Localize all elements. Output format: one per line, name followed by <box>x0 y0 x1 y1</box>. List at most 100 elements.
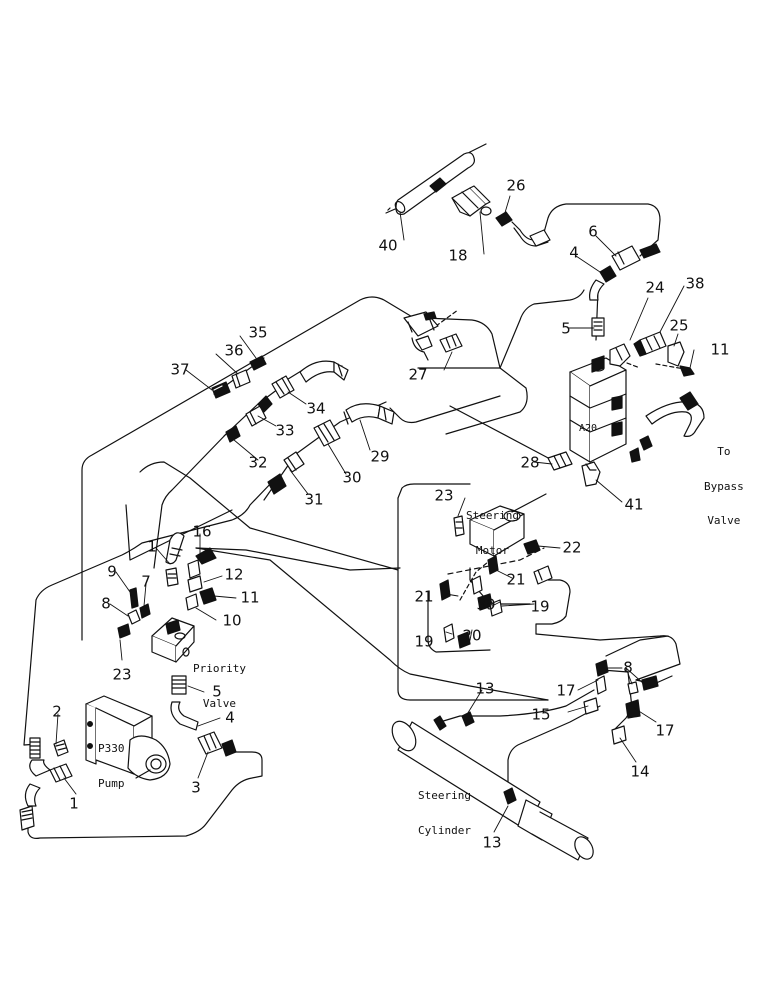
fitting-31 <box>267 451 305 495</box>
steering-cylinder-body <box>391 711 594 861</box>
fitting-29 <box>343 403 395 425</box>
fitting-34 <box>271 360 349 399</box>
part-label-23-motor: 23 <box>434 486 454 505</box>
hose-39-20 <box>459 561 489 601</box>
part-label-12: 12 <box>224 565 244 584</box>
part-label-18: 18 <box>448 246 468 265</box>
hose-motor-loop <box>397 497 549 701</box>
caption-bypass-line1: To <box>717 445 731 459</box>
part-label-30: 30 <box>342 468 362 487</box>
fitting-3 <box>197 731 237 757</box>
priority-valve-body <box>151 617 195 663</box>
part-label-17-left: 17 <box>556 681 576 700</box>
caption-pump: P330 Pump <box>98 720 125 812</box>
leader-lines <box>55 195 695 833</box>
part-label-5-upper: 5 <box>561 319 571 338</box>
part-label-5-lower: 5 <box>212 682 222 701</box>
bypass-hose <box>645 391 705 437</box>
hose-to-valve-dash <box>613 357 641 369</box>
hose-top-left-loop <box>153 429 231 569</box>
fitting-5-top <box>591 317 605 337</box>
hose-cyl-top <box>439 689 595 723</box>
part-label-32: 32 <box>248 453 268 472</box>
caption-pump-line1: P330 <box>98 742 125 756</box>
hose-motor-top <box>397 483 471 499</box>
part-label-17-right: 17 <box>655 721 675 740</box>
hose-frame-lower <box>125 504 233 561</box>
hose-27-dash <box>435 309 459 327</box>
part-label-14: 14 <box>630 762 650 781</box>
part-label-16: 16 <box>192 522 212 541</box>
part-label-3: 3 <box>191 778 201 797</box>
fitting-35-37 <box>211 355 267 399</box>
caption-bypass-line2: Bypass <box>704 479 744 493</box>
fitting-4-lower <box>170 701 199 731</box>
part-label-34: 34 <box>306 399 326 418</box>
part-label-22: 22 <box>562 538 582 557</box>
hose-motor-dash <box>447 547 545 575</box>
part-label-4-upper: 4 <box>569 243 579 262</box>
caption-steering-cylinder: Steering Cylinder <box>418 767 471 859</box>
hose-cyl-front <box>507 705 601 793</box>
part-label-27: 27 <box>408 365 428 384</box>
part-label-2: 2 <box>52 702 62 721</box>
caption-bypass-valve: To Bypass Valve <box>704 423 744 550</box>
hose-outer-loop <box>23 479 275 746</box>
hose-right-lower2 <box>535 633 681 681</box>
fitting-30 <box>313 419 341 447</box>
hose-19a <box>427 591 491 653</box>
caption-bypass-line3: Valve <box>707 514 741 528</box>
part-label-28: 28 <box>520 453 540 472</box>
hose-top-dash2 <box>469 143 487 153</box>
caption-steering-cylinder-line1: Steering <box>418 789 471 803</box>
caption-steering-motor: Steering Motor <box>466 487 519 579</box>
caption-steering-cylinder-line2: Cylinder <box>418 823 471 837</box>
hose-top-loop <box>542 203 661 257</box>
hose-right-far <box>605 635 669 657</box>
hose-r2 <box>417 367 528 435</box>
part-label-13-lower: 13 <box>482 833 502 852</box>
fitting-28 <box>547 451 573 471</box>
part-label-31: 31 <box>304 490 324 509</box>
fitting-22 <box>523 539 541 555</box>
hose-r3 <box>389 395 501 424</box>
part-label-6: 6 <box>588 222 598 241</box>
caption-valve-block: A20 <box>576 403 600 456</box>
part-label-26: 26 <box>506 176 526 195</box>
hose-right-lower <box>535 579 571 635</box>
part-label-19-right: 19 <box>530 597 550 616</box>
fitting-clusters <box>19 152 705 861</box>
fitting-cylinder-cluster <box>583 659 659 745</box>
hose-pump-bottom <box>27 751 263 839</box>
fitting-cluster-16-10 <box>185 547 217 611</box>
part-label-11-left: 11 <box>240 588 260 607</box>
part-label-19-left: 19 <box>414 632 434 651</box>
part-label-1-upper: 1 <box>147 537 157 556</box>
part-label-1-lower: 1 <box>69 794 79 813</box>
fitting-cluster-9-7-8 <box>117 587 151 639</box>
part-label-29: 29 <box>370 447 390 466</box>
fitting-6 <box>611 243 661 271</box>
hose-dash-40 <box>385 207 391 213</box>
fitting-41 <box>581 461 601 487</box>
hose-loop-mid <box>195 547 401 571</box>
part-label-33: 33 <box>275 421 295 440</box>
steering-motor-body <box>469 493 547 557</box>
part-label-7: 7 <box>141 572 151 591</box>
fitting-1-upper <box>165 532 185 587</box>
fitting-24 <box>609 343 631 367</box>
part-label-10: 10 <box>222 611 242 630</box>
fitting-27-tee <box>403 311 463 361</box>
part-label-13-upper: 13 <box>475 679 495 698</box>
caption-valve-block-label: A20 <box>579 423 598 434</box>
part-label-35: 35 <box>248 323 268 342</box>
part-label-38: 38 <box>685 274 705 293</box>
pump-p330 <box>85 695 171 781</box>
fitting-4-top <box>589 265 617 301</box>
part-label-37: 37 <box>170 360 190 379</box>
part-label-20: 20 <box>462 626 482 645</box>
part-label-21-left: 21 <box>414 587 434 606</box>
fitting-38 <box>633 331 667 357</box>
fitting-1-lower <box>19 763 73 831</box>
